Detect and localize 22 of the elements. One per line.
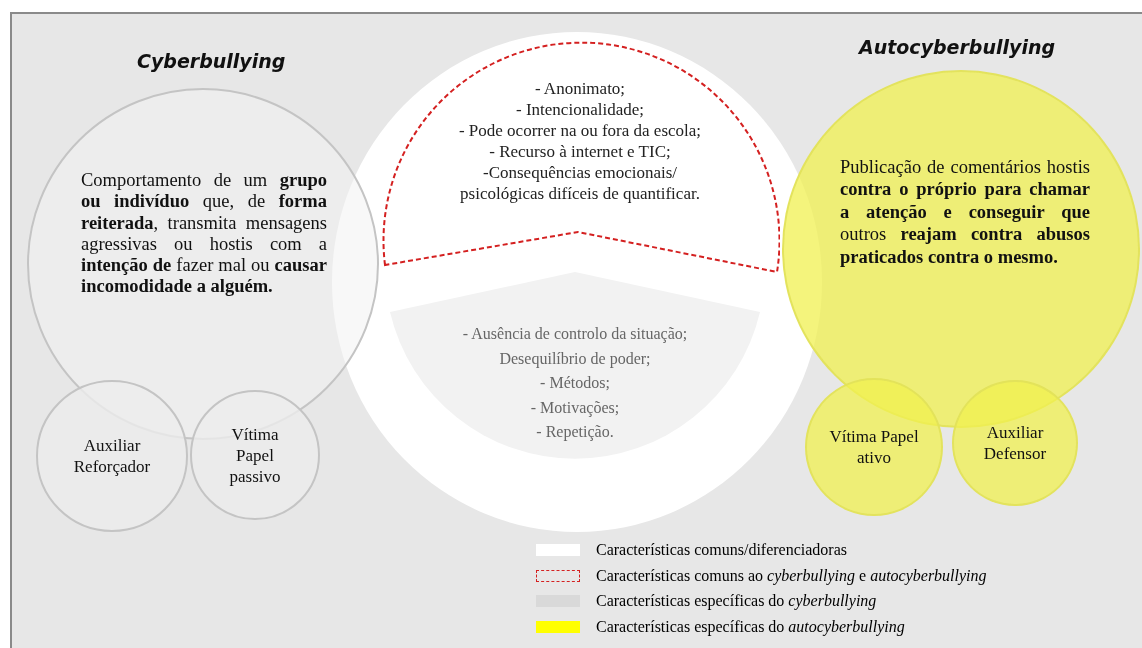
role-label: Vítima Papel passivo [228,423,282,487]
heading: Cyberbullying [137,50,286,72]
legend-label: Características comuns/diferenciadoras [596,541,847,559]
legend-label: Características comuns ao cyberbullying e autocyberbullying [596,566,987,585]
list-item: - Repetição. [535,422,615,443]
list-item: -Consequências emocionais/ psicológicas difíceis de quantificar. [459,162,701,204]
list-item: - Pode ocorrer na ou fora da escola; [457,120,703,141]
role-label: Auxiliar Reforçador [72,435,152,477]
role-label: Auxiliar Defensor [982,422,1048,464]
definition-text: Comportamento de um grupo ou indivíduo que, de forma reiterada, transmita mensagens agressivas ou hostis com a intenção de fazer mal ou causar incomodidade a alguém. [81,170,327,298]
list-item: - Intencionalidade; [515,99,645,120]
definition-text: Publicação de comentários hostis contra o próprio para chamar a atenção e conseguir que outros reajam contra abusos praticados contra o mesmo. [840,156,1090,269]
list-item: - Recurso à internet e TIC; [488,141,672,162]
list-item: Desequilíbrio de poder; [498,348,652,370]
role-label: Vítima Papel ativo [829,426,919,468]
legend-label: Características específicas do autocyberbullying [596,617,905,636]
list-item: - Anonimato; [533,78,627,99]
list-item: - Métodos; [539,373,611,393]
legend-label: Características específicas do cyberbullying [596,592,877,610]
list-item: - Ausência de controlo da situação; [461,324,689,345]
heading: Autocyberbullying [859,36,1056,58]
list-item: - Motivações; [529,397,621,419]
